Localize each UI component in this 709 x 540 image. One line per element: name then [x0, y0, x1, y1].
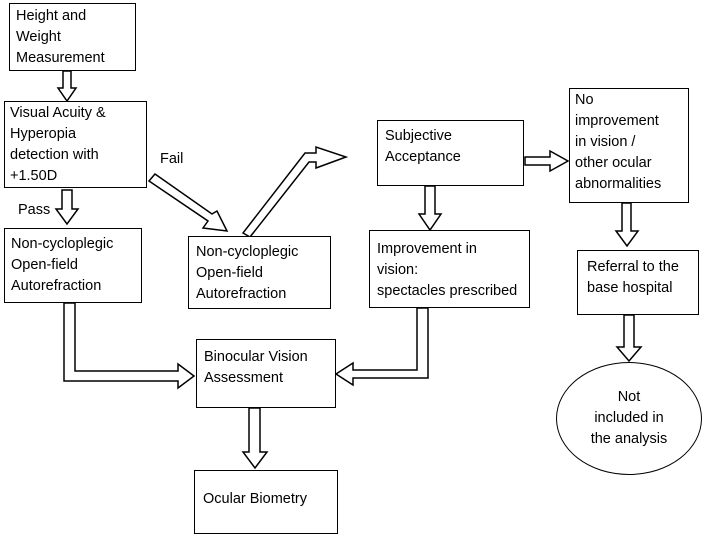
- node-subjective-label: Subjective Acceptance: [385, 128, 461, 165]
- node-biometry-label: Ocular Biometry: [203, 491, 307, 507]
- node-no-improvement-label: No improvement in vision / other ocular …: [575, 92, 662, 192]
- arrow-binocular-to-biometry: [241, 407, 269, 470]
- arrow-subjective-to-noimprovement: [524, 149, 570, 173]
- node-noncyclo-pass: Non-cycloplegic Open-field Autorefractio…: [4, 228, 142, 303]
- arrow-pass-to-binocular: [63, 302, 196, 390]
- arrow-acuity-to-pass: [54, 189, 80, 226]
- arrow-acuity-to-fail: [147, 172, 229, 232]
- node-noncyclo-pass-label: Non-cycloplegic Open-field Autorefractio…: [11, 236, 114, 294]
- node-biometry: Ocular Biometry: [194, 470, 338, 534]
- node-noncyclo-fail-label: Non-cycloplegic Open-field Autorefractio…: [196, 244, 299, 302]
- node-referral: Referral to the base hospital: [577, 250, 699, 315]
- arrow-fail-to-subjective: [241, 145, 349, 238]
- node-visual-acuity-label: Visual Acuity & Hyperopia detection with…: [10, 105, 106, 184]
- node-improvement-label: Improvement in vision: spectacles prescr…: [377, 241, 518, 299]
- node-subjective: Subjective Acceptance: [377, 120, 524, 186]
- node-height-weight-label: Height and Weight Measurement: [16, 8, 105, 66]
- arrow-subjective-to-improvement: [417, 185, 443, 232]
- arrow-noimprovement-to-referral: [614, 202, 640, 248]
- node-not-included: Not included in the analysis: [556, 362, 702, 475]
- node-improvement: Improvement in vision: spectacles prescr…: [369, 230, 530, 308]
- edge-label-pass: Pass: [18, 202, 51, 218]
- node-no-improvement: No improvement in vision / other ocular …: [569, 88, 689, 203]
- node-binocular-label: Binocular Vision Assessment: [204, 349, 308, 386]
- node-visual-acuity: Visual Acuity & Hyperopia detection with…: [4, 101, 147, 188]
- node-binocular: Binocular Vision Assessment: [196, 339, 336, 408]
- arrow-improvement-to-binocular: [334, 307, 429, 387]
- edge-label-fail: Fail: [160, 151, 184, 167]
- node-height-weight: Height and Weight Measurement: [9, 3, 136, 71]
- node-not-included-label: Not included in the analysis: [590, 389, 668, 447]
- node-noncyclo-fail: Non-cycloplegic Open-field Autorefractio…: [188, 236, 331, 309]
- arrow-height-to-acuity: [56, 70, 78, 103]
- arrow-referral-to-notincluded: [615, 314, 643, 363]
- node-referral-label: Referral to the base hospital: [587, 259, 679, 296]
